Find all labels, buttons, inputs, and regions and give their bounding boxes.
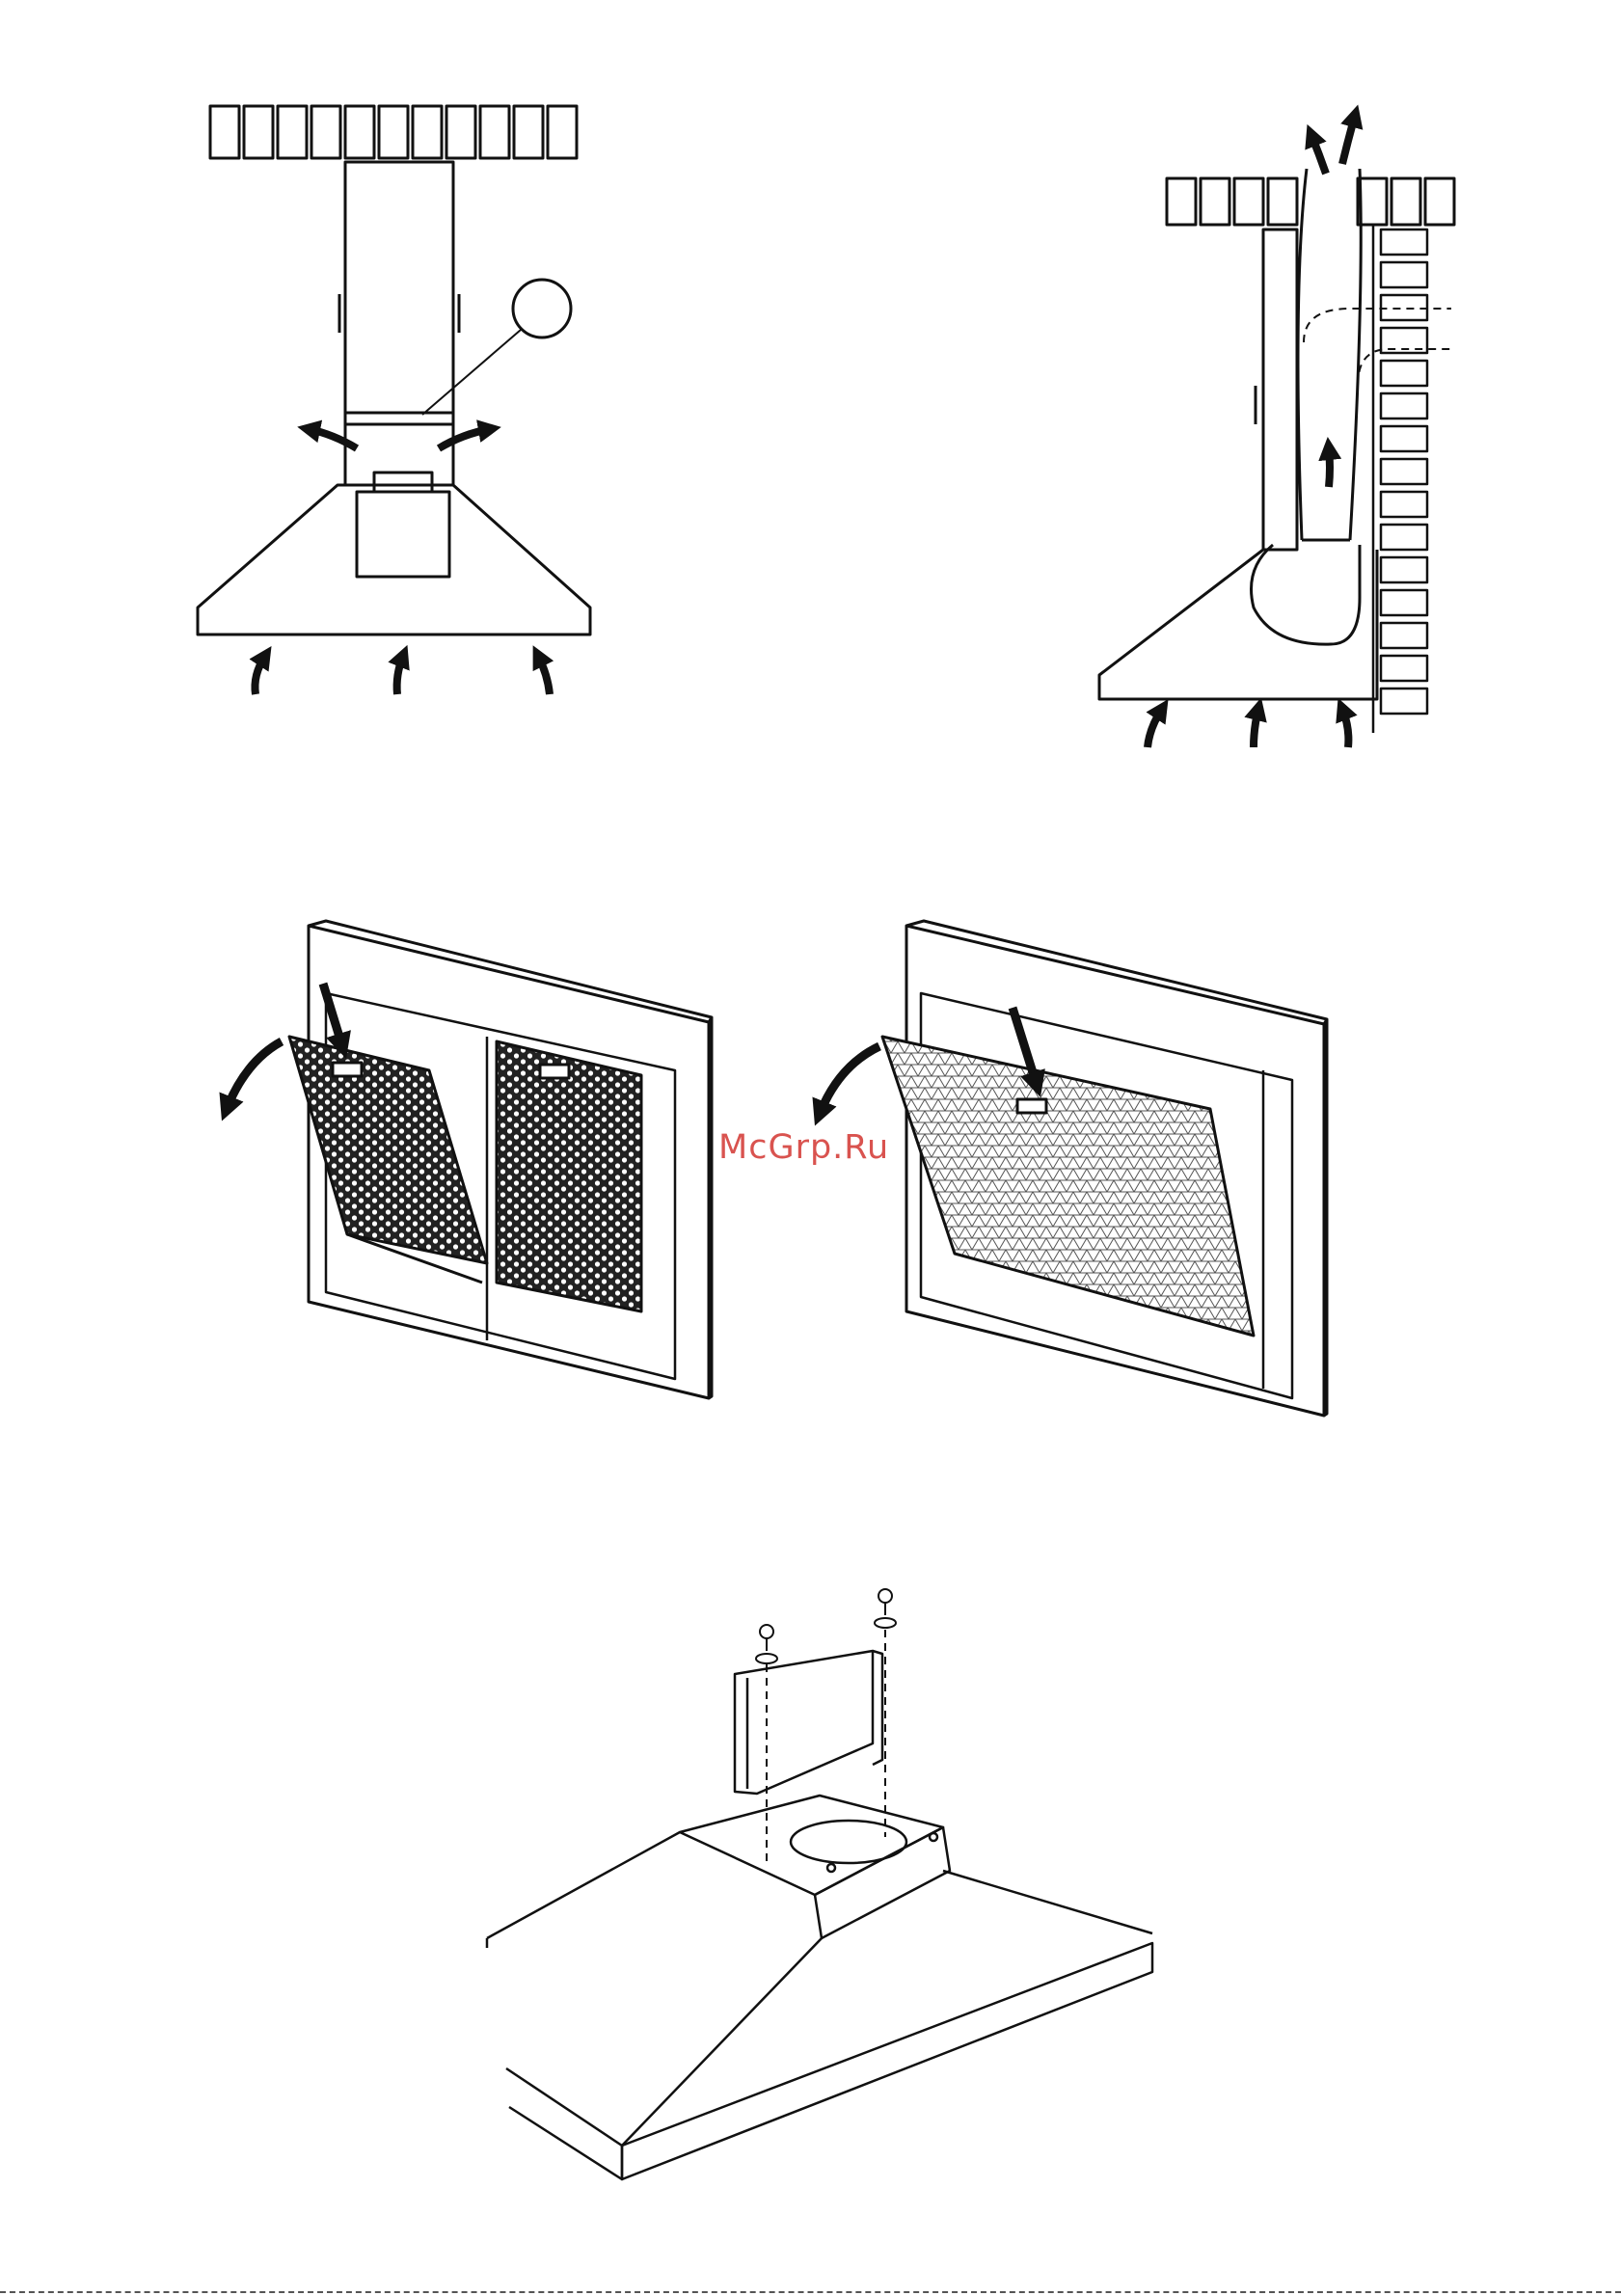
brick-ceiling-icon xyxy=(1167,178,1454,225)
washer-icon xyxy=(756,1618,896,1663)
airflow-arrow-icon xyxy=(1148,116,1355,747)
carbon-filter-callout-icon xyxy=(422,280,571,415)
tilt-arrow-icon xyxy=(820,1046,879,1114)
filter-removal-grease xyxy=(820,921,1327,1416)
grease-filter-panel-icon xyxy=(882,1037,1254,1336)
page-edge-divider xyxy=(0,2291,1621,2293)
bracket-mounting xyxy=(487,1589,1152,2179)
hood-ducted-side xyxy=(1099,116,1454,747)
chimney-duct-icon xyxy=(339,162,459,485)
hood-body-icon xyxy=(198,473,590,635)
hood-body-icon xyxy=(487,1796,1152,2179)
exhaust-duct-icon xyxy=(1252,169,1452,644)
brick-ceiling-icon xyxy=(210,106,577,158)
brick-wall-icon xyxy=(1373,224,1427,733)
screw-icon xyxy=(760,1589,892,1651)
hood-recirculation-front xyxy=(198,106,590,694)
airflow-arrow-icon xyxy=(255,429,550,694)
carbon-filter-panel-icon xyxy=(289,1037,641,1311)
filter-removal-carbon xyxy=(227,921,712,1398)
hood-body-icon xyxy=(1099,550,1377,699)
tilt-arrow-icon xyxy=(227,1041,282,1109)
